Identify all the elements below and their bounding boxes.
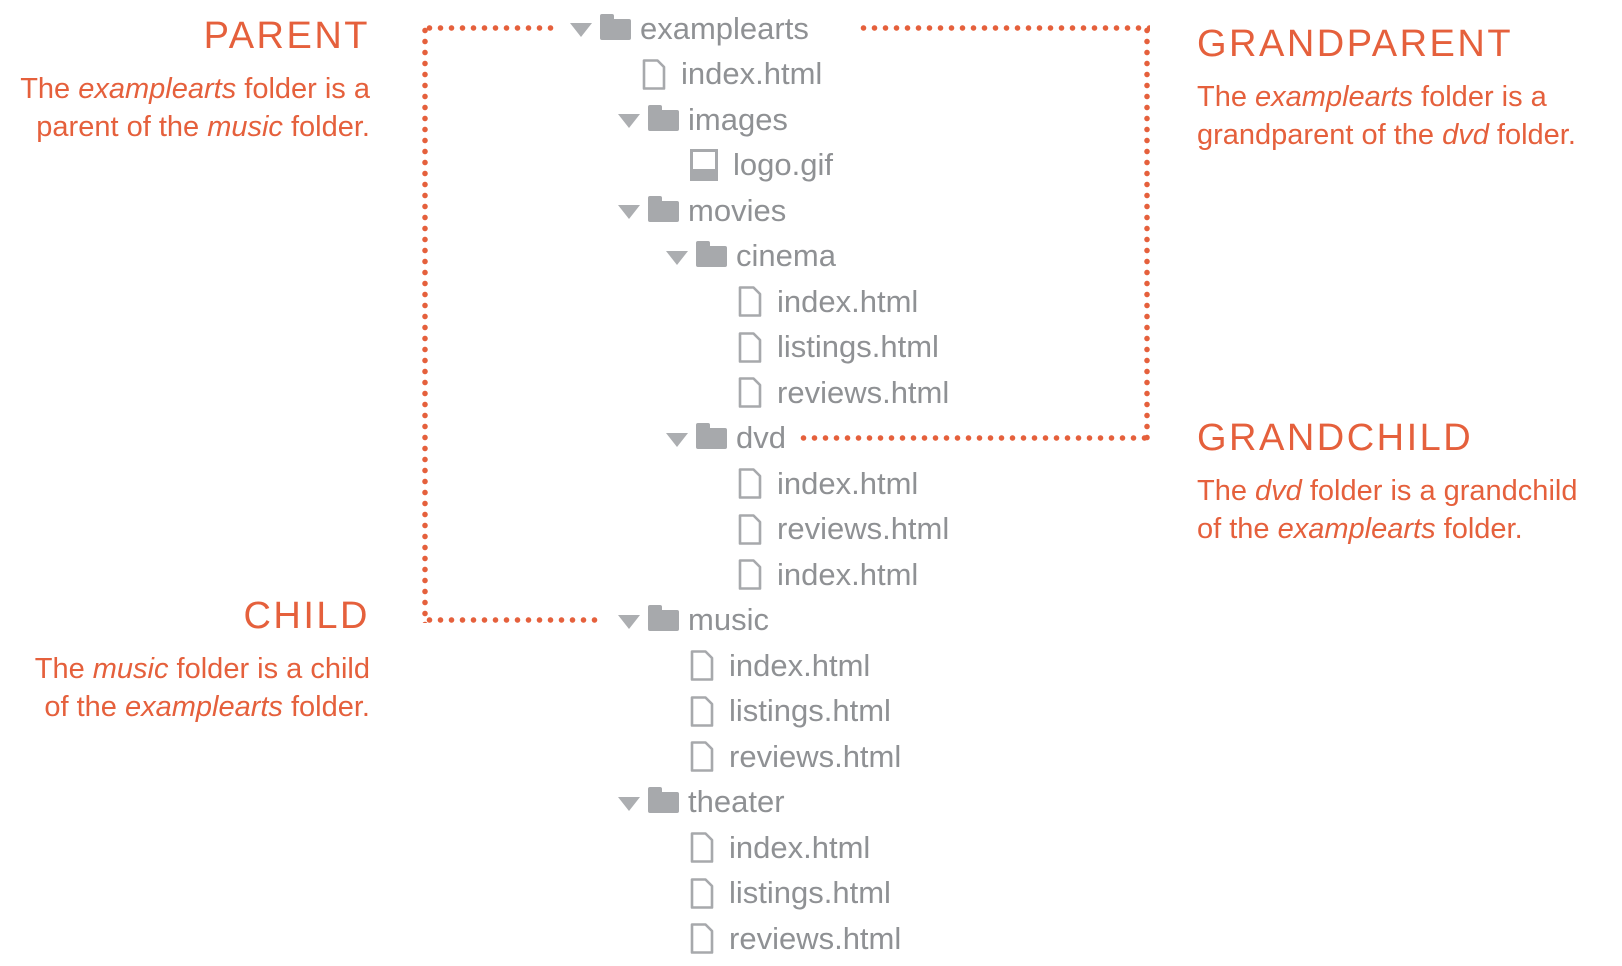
folder-icon [648,787,679,814]
grandchild-connector-horizontal-line [798,435,1150,441]
item-label: index.html [777,283,919,319]
folder-icon [648,605,679,632]
expand-triangle-icon[interactable] [618,614,640,629]
item-label: reviews.html [777,374,950,410]
item-label: reviews.html [729,738,902,774]
tree-item-index-html[interactable]: index.html [570,643,949,689]
file-icon [738,559,762,591]
tree-item-reviews-html[interactable]: reviews.html [570,370,949,416]
grandparent-connector-horizontal-line [858,25,1150,31]
tree-item-cinema[interactable]: cinema [570,234,949,280]
file-icon [690,877,714,909]
tree-item-index-html[interactable]: index.html [570,552,949,598]
tree-item-index-html[interactable]: index.html [570,461,949,507]
file-icon [642,58,666,90]
item-label: index.html [729,647,871,683]
parent-child-connector-vertical-line [422,25,428,623]
tree-item-reviews-html[interactable]: reviews.html [570,916,949,962]
tree-item-images[interactable]: images [570,97,949,143]
tree-item-music[interactable]: music [570,598,949,644]
folder-tree: examplearts index.html images logo.gif movie… [570,6,949,962]
item-label: movies [688,192,787,228]
tree-item-dvd[interactable]: dvd [570,416,949,462]
file-icon [738,468,762,500]
item-label: listings.html [729,875,891,911]
grandparent-heading: GRANDPARENT [1197,23,1514,65]
grandchild-heading: GRANDCHILD [1197,417,1474,459]
tree-item-logo-gif[interactable]: logo.gif [570,143,949,189]
expand-triangle-icon[interactable] [618,205,640,220]
image-file-icon [690,149,718,182]
file-icon [738,513,762,545]
item-label: dvd [736,420,786,456]
tree-item-listings-html[interactable]: listings.html [570,871,949,917]
folder-icon [648,195,679,222]
expand-triangle-icon[interactable] [666,432,688,447]
grandparent-grandchild-connector-vertical-line [1144,25,1150,441]
expand-triangle-icon[interactable] [570,23,592,38]
expand-triangle-icon[interactable] [666,250,688,265]
file-icon [738,331,762,363]
tree-item-listings-html[interactable]: listings.html [570,689,949,735]
item-label: index.html [729,829,871,865]
expand-triangle-icon[interactable] [618,796,640,811]
item-label: index.html [777,556,919,592]
file-icon [738,377,762,409]
tree-item-index-html[interactable]: index.html [570,279,949,325]
file-icon [690,650,714,682]
folder-icon [696,241,727,268]
item-label: index.html [681,56,823,92]
item-label: listings.html [777,329,939,365]
tree-item-examplearts[interactable]: examplearts [570,6,949,52]
child-connector-horizontal-line [424,617,602,623]
file-icon [738,286,762,318]
tree-item-reviews-html[interactable]: reviews.html [570,734,949,780]
parent-connector-horizontal-line [424,25,556,31]
folder-icon [696,423,727,450]
parent-heading: PARENT [203,15,370,57]
file-icon [690,923,714,955]
tree-item-movies[interactable]: movies [570,188,949,234]
item-label: reviews.html [777,511,950,547]
item-label: reviews.html [729,920,902,956]
tree-item-index-html[interactable]: index.html [570,825,949,871]
grandchild-annotation: GRANDCHILD The dvd folder is a grandchil… [1197,418,1577,548]
item-label: images [688,101,788,137]
item-label: theater [688,784,785,820]
item-label: index.html [777,465,919,501]
folder-icon [648,104,679,131]
file-icon [690,695,714,727]
tree-item-index-html[interactable]: index.html [570,52,949,98]
item-label: logo.gif [733,147,833,183]
tree-item-theater[interactable]: theater [570,780,949,826]
file-icon [690,741,714,773]
tree-item-reviews-html[interactable]: reviews.html [570,507,949,553]
child-heading: CHILD [243,595,370,637]
folder-icon [600,13,631,40]
file-icon [690,832,714,864]
tree-item-listings-html[interactable]: listings.html [570,325,949,371]
item-label: listings.html [729,693,891,729]
expand-triangle-icon[interactable] [618,114,640,129]
item-label: cinema [736,238,836,274]
item-label: examplearts [640,10,809,46]
item-label: music [688,602,769,638]
